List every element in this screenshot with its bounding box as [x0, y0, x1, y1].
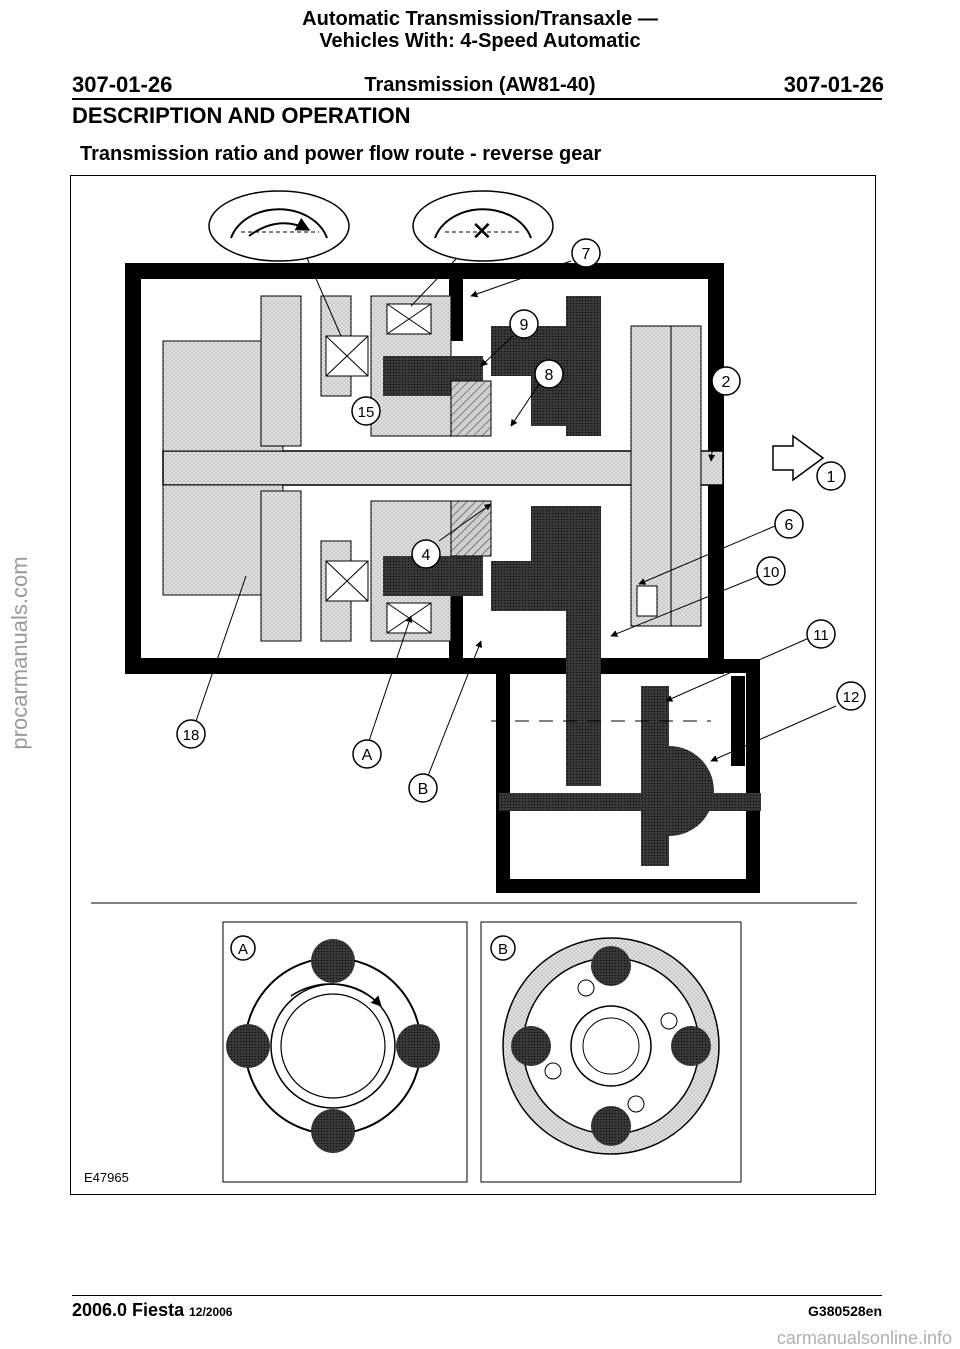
header-title-line1: Automatic Transmission/Transaxle — [302, 8, 658, 30]
inset-A: A [222, 921, 468, 1183]
footer-rule [72, 1295, 882, 1296]
callout-11: 11 [813, 627, 829, 644]
transmission-housing [125, 263, 760, 893]
footer-date: 12/2006 [189, 1305, 233, 1319]
figure-id: E47965 [84, 1170, 129, 1185]
page-number-right: 307-01-26 [783, 72, 884, 97]
section-heading: DESCRIPTION AND OPERATION [72, 103, 411, 128]
input-shaft [162, 450, 724, 486]
header-title-line2: Vehicles With: 4-Speed Automatic [319, 30, 641, 52]
figure-caption: Transmission ratio and power flow route … [80, 143, 602, 165]
footer-model-name: 2006.0 Fiesta [72, 1300, 185, 1320]
differential [491, 676, 761, 866]
side-watermark: procarmanuals.com [7, 556, 32, 750]
transmission-diagram: ✕ [91, 190, 866, 1183]
footer-model: 2006.0 Fiesta 12/2006 [72, 1300, 232, 1321]
lower-gear-train [162, 484, 492, 642]
input-arrow-icon [772, 434, 825, 482]
callout-12: 12 [843, 689, 860, 706]
header-rule [72, 98, 882, 100]
leader-lines [195, 257, 837, 782]
callout-B: B [418, 781, 429, 798]
inset-A-label: A [238, 941, 248, 958]
gauge-icon-left [208, 190, 350, 262]
footer-code: G380528en [808, 1303, 882, 1319]
callout-9: 9 [520, 317, 529, 334]
upper-gear-train [162, 295, 492, 452]
callout-A: A [362, 747, 373, 764]
callout-6: 6 [785, 517, 794, 534]
callout-18: 18 [183, 727, 200, 744]
callouts: 7 9 8 2 15 1 6 4 10 11 12 18 A [176, 238, 866, 803]
callout-10: 10 [763, 564, 780, 581]
figure-frame: ✕ [70, 175, 876, 1195]
callout-1: 1 [827, 469, 836, 486]
bottom-watermark: carmanualsonline.info [776, 1328, 952, 1348]
inset-B: B [480, 921, 742, 1183]
page-number-left: 307-01-26 [72, 72, 173, 97]
gauge-icon-right: ✕ [412, 190, 554, 262]
callout-2: 2 [722, 374, 731, 391]
svg-text:✕: ✕ [471, 216, 493, 246]
callout-4: 4 [422, 547, 431, 564]
header-title-line3: Transmission (AW81-40) [364, 74, 596, 96]
callout-7: 7 [582, 246, 591, 263]
callout-15: 15 [358, 404, 375, 421]
callout-8: 8 [545, 367, 554, 384]
inset-B-label: B [498, 941, 508, 958]
output-drum [491, 296, 702, 786]
